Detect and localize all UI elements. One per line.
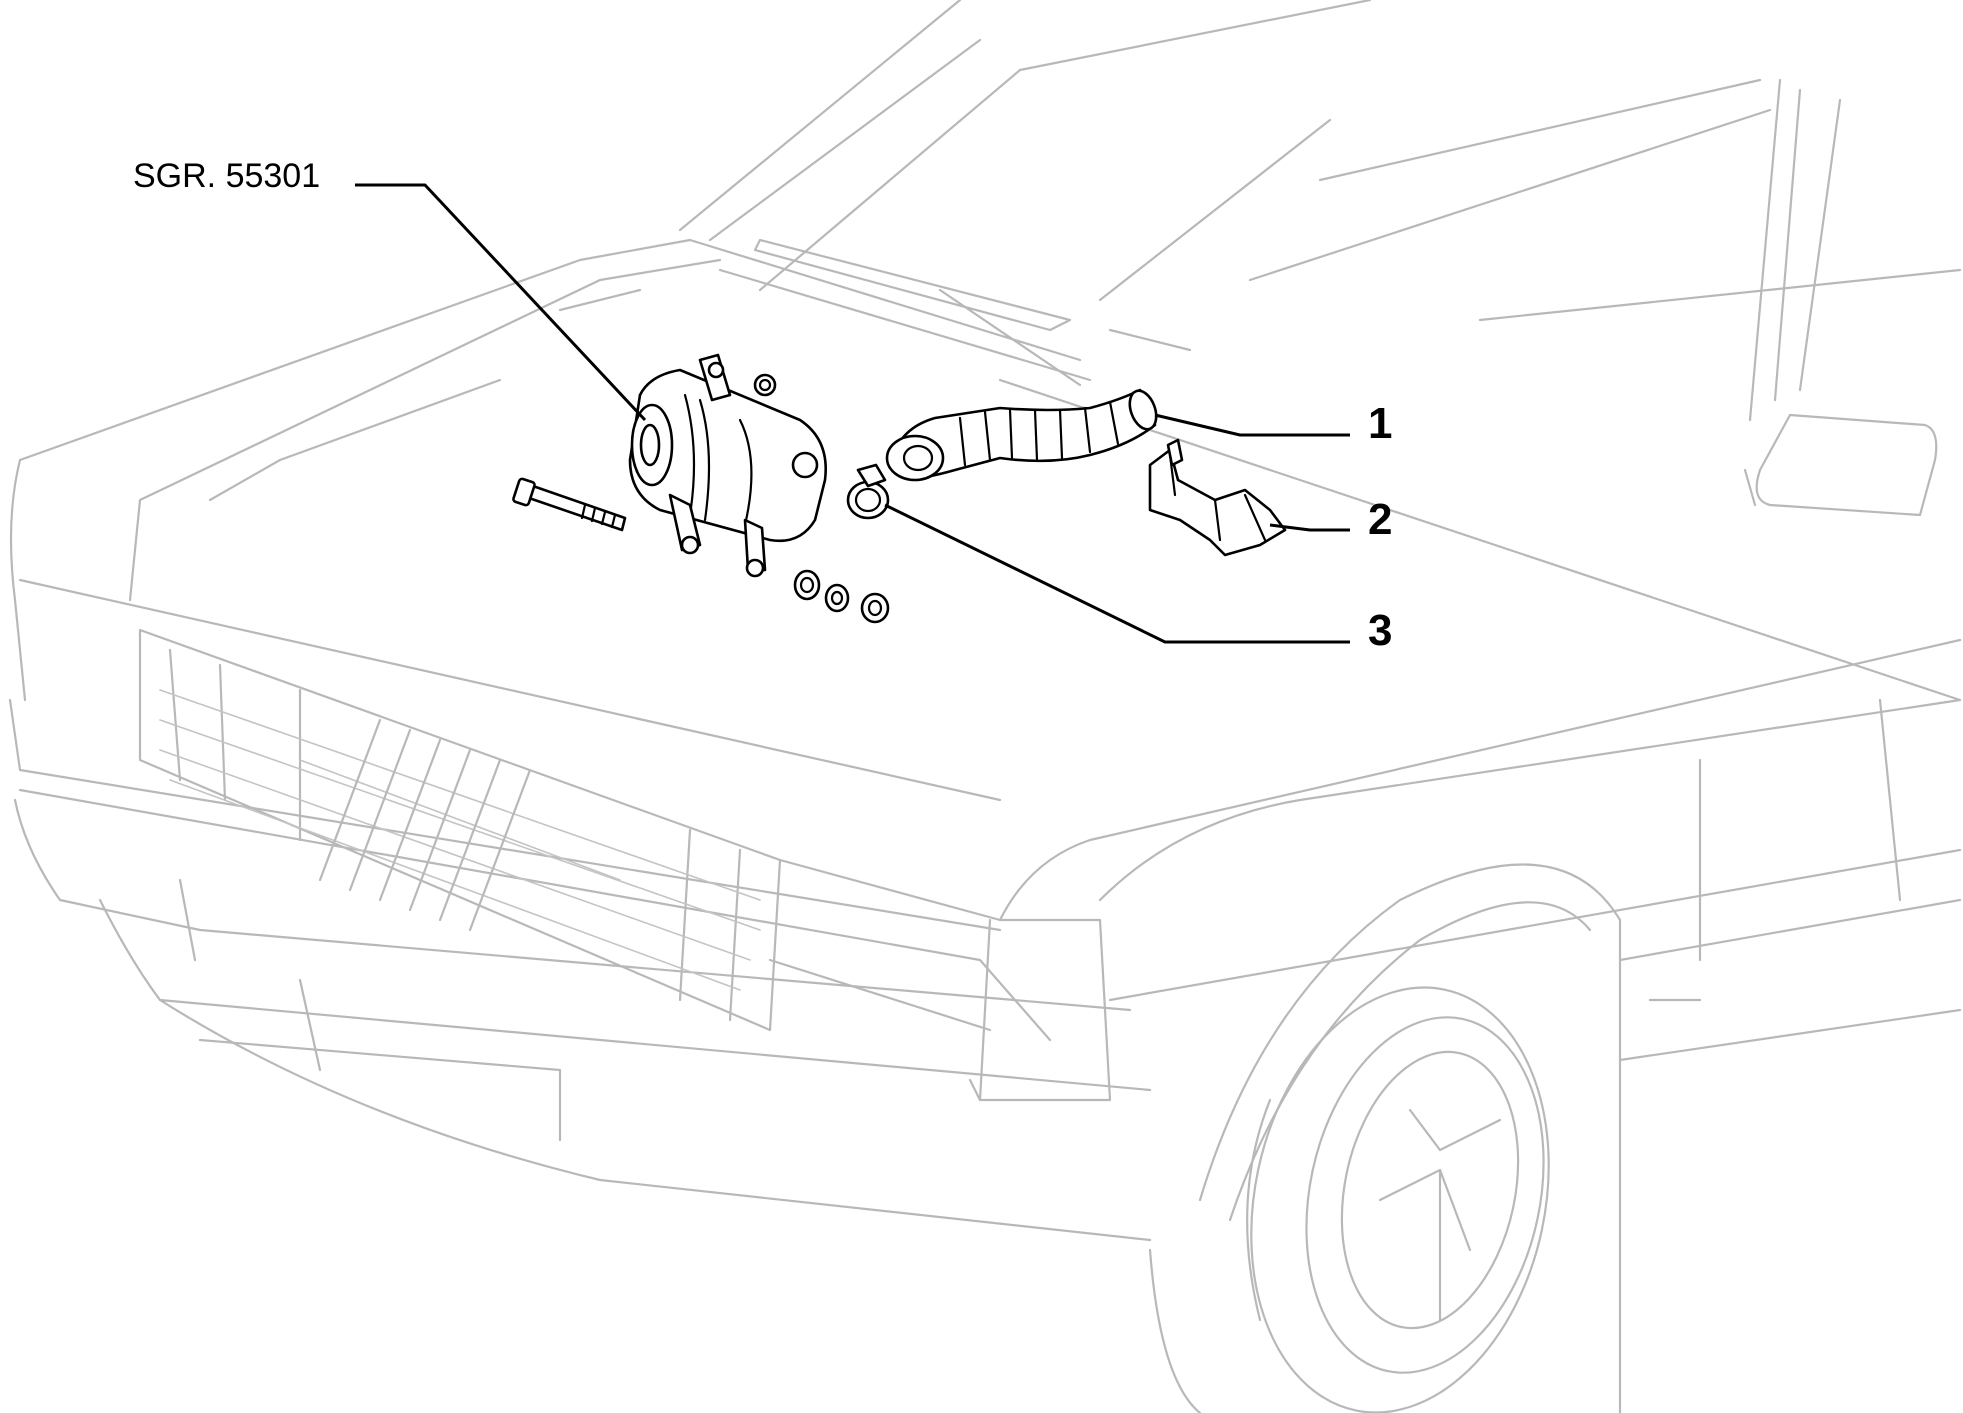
clamp — [846, 480, 890, 520]
hose-part-1 — [885, 388, 1158, 482]
leader-3 — [884, 503, 1350, 644]
callout-2-label: 2 — [1368, 495, 1392, 544]
callout-1-label: 1 — [1368, 399, 1392, 448]
leader-sgr — [355, 183, 647, 422]
callout-3-label: 3 — [1368, 606, 1392, 655]
washer — [793, 569, 821, 601]
bolt — [524, 483, 627, 532]
bolt-head — [512, 477, 536, 507]
lower-mount-right — [743, 518, 767, 572]
bracket-part-2 — [1148, 438, 1287, 557]
car-outline — [8, 0, 1962, 1413]
nut — [860, 592, 890, 624]
nut — [753, 373, 777, 397]
leader-1 — [1154, 413, 1350, 437]
bracket — [1148, 448, 1287, 557]
leader-2 — [1269, 523, 1350, 532]
leader-lines — [355, 183, 1350, 644]
nut — [824, 583, 850, 613]
group-reference-label: SGR. 55301 — [133, 157, 320, 195]
clamp-part-3 — [846, 463, 890, 520]
compressor-assembly — [512, 353, 890, 624]
